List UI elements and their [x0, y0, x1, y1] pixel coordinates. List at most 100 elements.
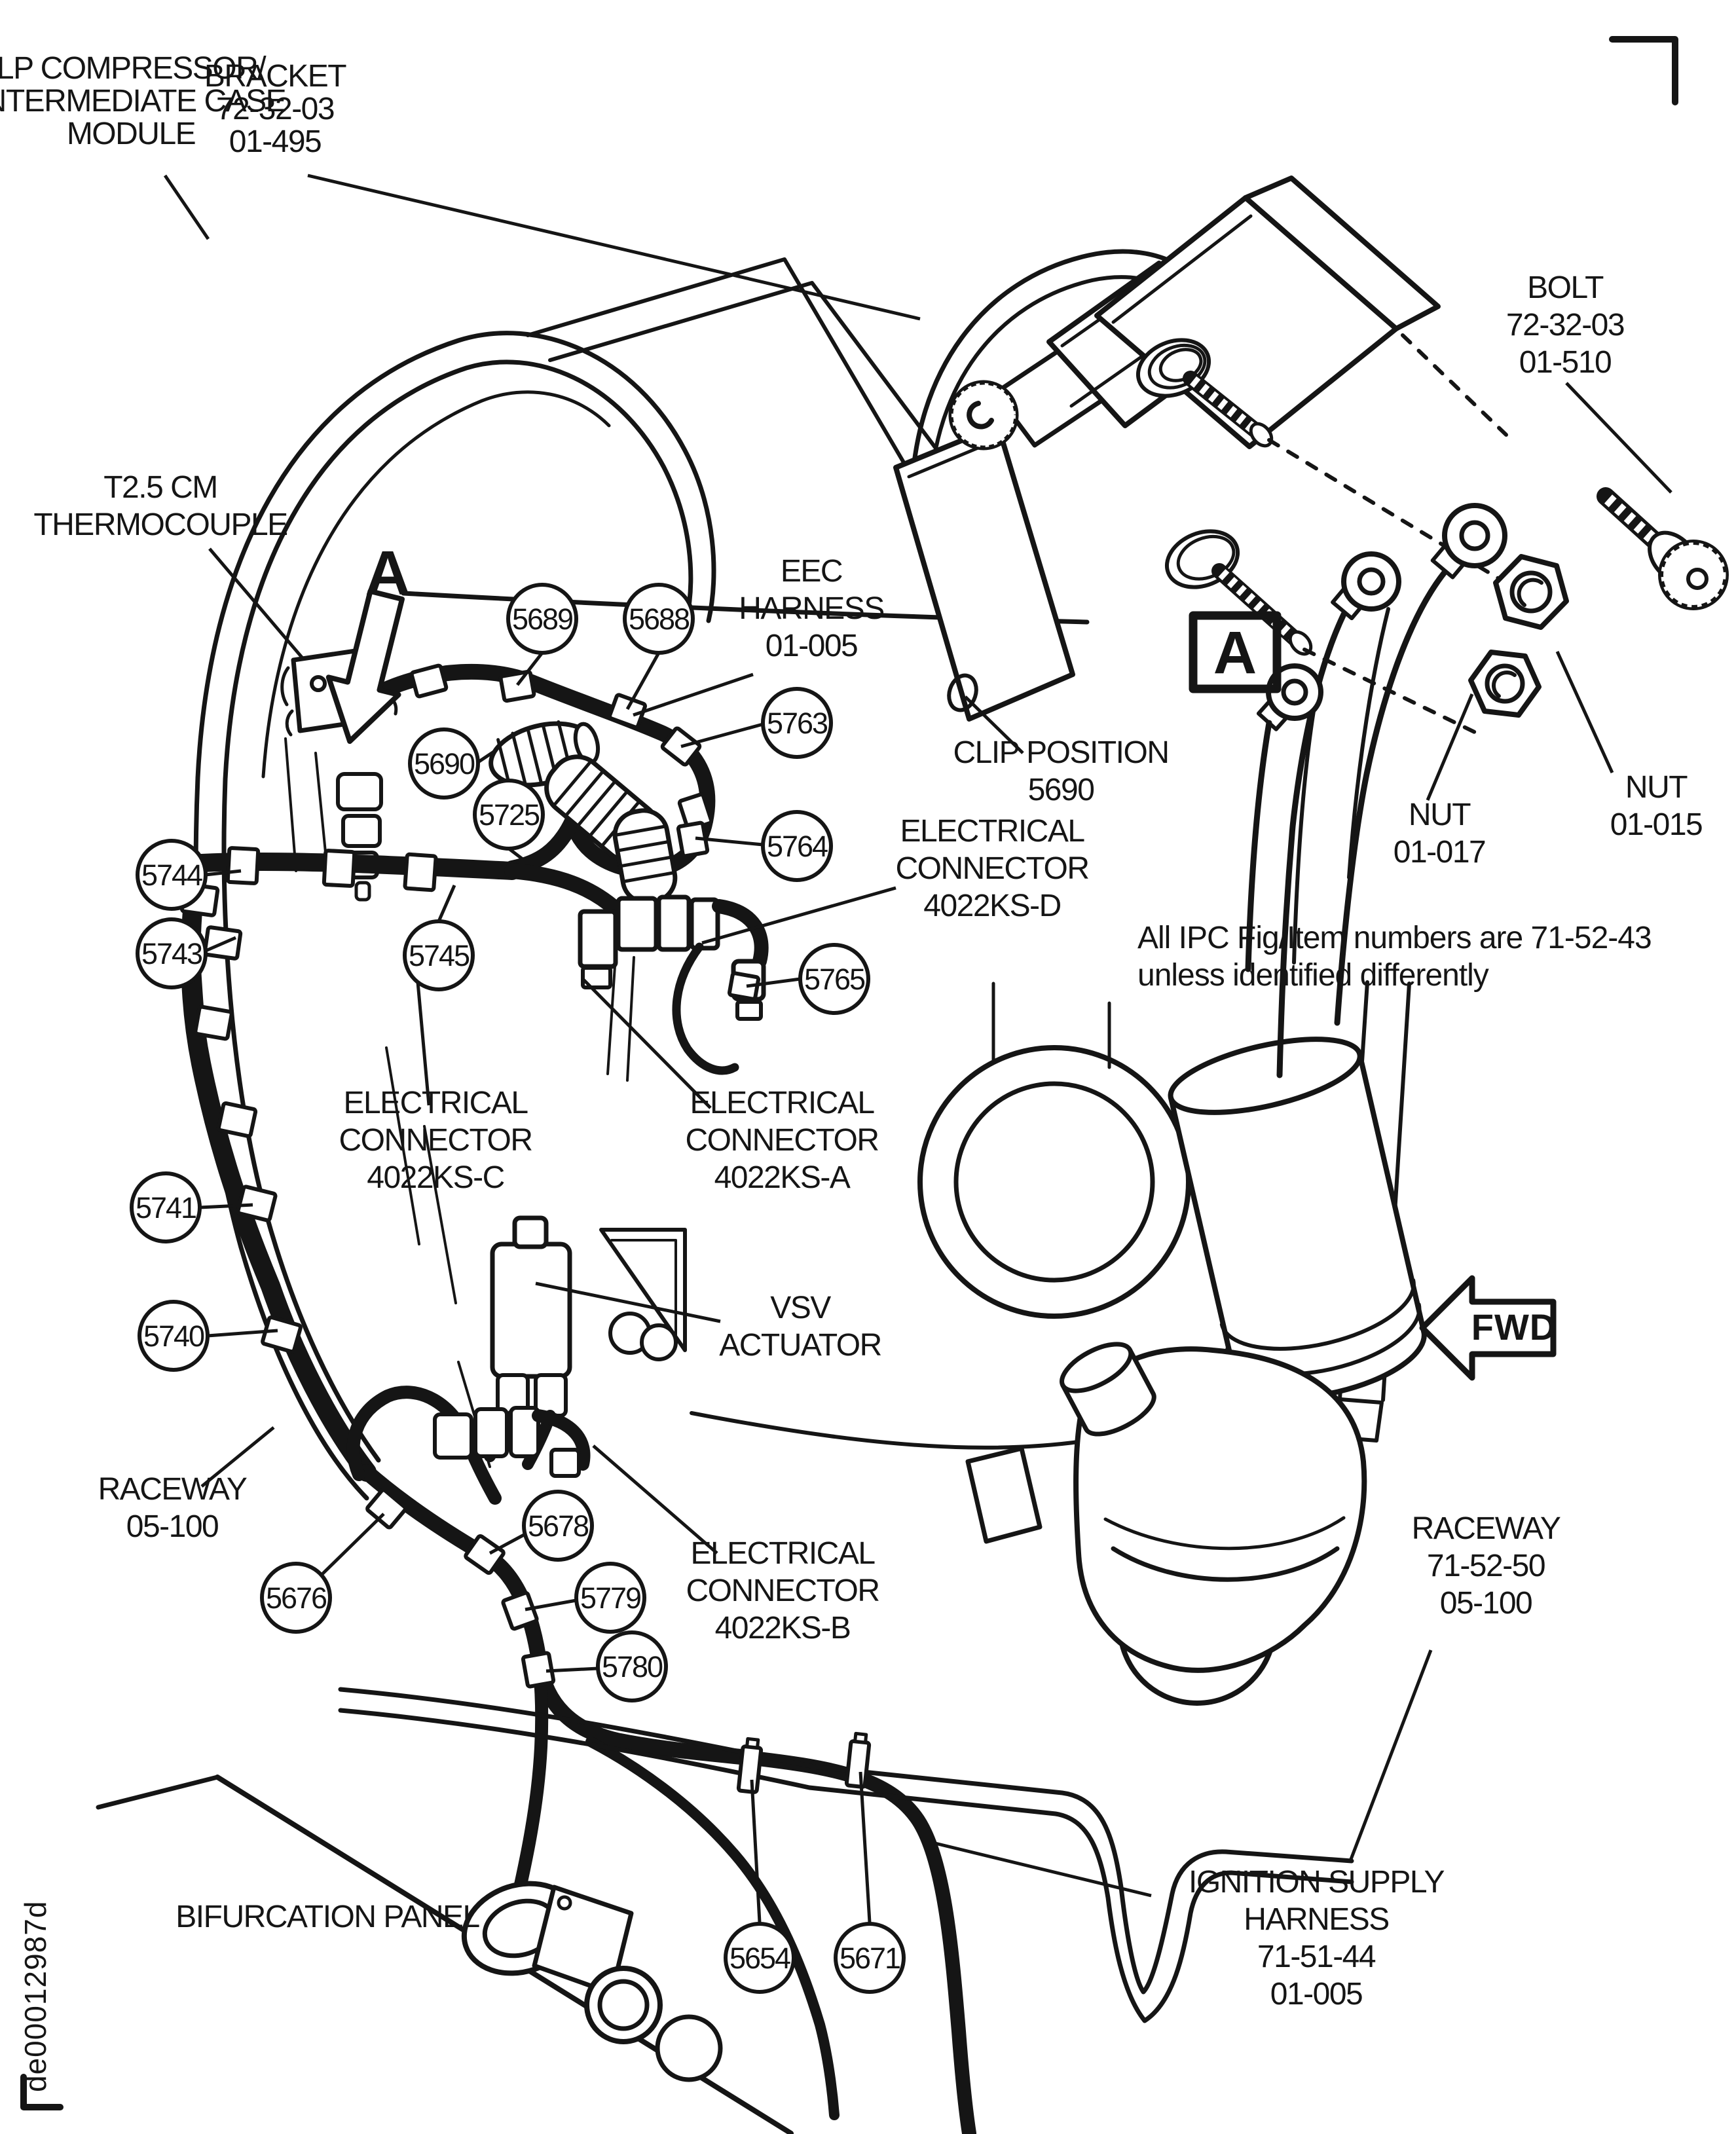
callout-circle	[506, 583, 578, 655]
nut-hex	[1493, 554, 1569, 630]
lug-hole	[1459, 520, 1490, 551]
clamp-5780	[521, 1651, 556, 1689]
callout-number: 5689	[512, 602, 572, 636]
fwd-arrow-shape	[1419, 1275, 1557, 1381]
callout-5690: 5690	[408, 727, 497, 800]
callout-circle	[834, 1922, 906, 1994]
callout-circle	[136, 917, 208, 989]
harness-clamps	[179, 663, 761, 1689]
callout-number: 5741	[136, 1191, 196, 1224]
lug-wire	[1276, 611, 1347, 1078]
panel-edge-short	[96, 1775, 220, 1810]
label-text: 71-51-44	[1257, 1940, 1376, 1974]
label-text: BIFURCATION PANEL	[175, 1900, 479, 1934]
corner-mark-bottom-left	[20, 2074, 64, 2110]
lug-hole	[1357, 567, 1386, 596]
label-text: RACEWAY	[98, 1472, 247, 1507]
label-leader-line	[1555, 650, 1614, 774]
label-text: 72-32-03	[1506, 308, 1624, 342]
bolt-threads	[1604, 494, 1678, 562]
callout-leader-line	[516, 652, 544, 686]
label-leader-line	[535, 1281, 721, 1323]
label-text: CONNECTOR	[686, 1123, 879, 1158]
label-leader-line	[701, 886, 896, 945]
label-text: 72-32-03	[216, 92, 334, 126]
clamp-5764	[676, 820, 710, 858]
cable-tie-5671	[844, 1731, 872, 1789]
connector-b-body-2	[473, 1407, 509, 1458]
harness-band-scurve	[504, 863, 625, 918]
callout-number: 5744	[141, 858, 202, 892]
clamp-5744	[225, 846, 261, 885]
bolt-knurl	[1661, 542, 1726, 608]
label-text: 01-015	[1610, 807, 1702, 842]
callout-circle	[724, 1922, 796, 1994]
gusset-port-2	[640, 1323, 678, 1361]
label-text: HARNESS	[739, 591, 884, 626]
arch-inner-line-2	[261, 390, 611, 779]
connector-cluster-b	[433, 1406, 591, 1478]
view-pointer-arrow	[325, 588, 405, 745]
callout-5671: 5671	[834, 1771, 906, 1994]
callout-5678: 5678	[489, 1490, 594, 1562]
view-pointer: A	[325, 538, 411, 745]
gusset-inner-line	[610, 1239, 677, 1337]
label-leader-line	[1565, 382, 1672, 494]
fwd-arrow: FWD	[1419, 1275, 1557, 1381]
harness-bottom-loop	[346, 1386, 502, 1505]
cable-tie-5654	[736, 1737, 764, 1794]
callout-number: 5725	[479, 798, 540, 832]
label-leader-line	[592, 1444, 718, 1555]
connector-b-body-1	[433, 1412, 473, 1460]
label-text: 4022KS-C	[367, 1160, 504, 1195]
label-text: 4022KS-D	[923, 889, 1060, 923]
label-bifurcation-panel: BIFURCATION PANEL	[175, 1900, 481, 1934]
callout-leader-line	[859, 1771, 872, 1923]
clamp-5741	[236, 1185, 278, 1223]
wire-bundle-lines	[1292, 607, 1390, 965]
label-text: ACTUATOR	[719, 1328, 881, 1363]
callout-leader-line	[680, 722, 764, 748]
nut-bore	[1509, 570, 1553, 614]
label-text: 05-100	[1440, 1586, 1532, 1621]
ring-terminal-1	[1334, 503, 1507, 1026]
label-leader-line	[934, 1841, 1152, 1898]
clamp-5740	[261, 1315, 303, 1354]
label-text: CONNECTOR	[896, 851, 1089, 886]
labels-layer: LP COMPRESSOR/INTERMEDIATE CASEMODULEBRA…	[0, 51, 1703, 2012]
label-text: ELECTRICAL	[900, 814, 1084, 849]
callout-5676: 5676	[260, 1513, 385, 1634]
callout-circle	[403, 919, 475, 991]
boss-inner-ring	[953, 1081, 1155, 1283]
nut-thread	[1517, 578, 1543, 607]
callout-circle	[408, 727, 480, 800]
ring-terminal-2	[1276, 551, 1401, 1078]
connector-b-body-3	[509, 1406, 540, 1458]
clamp-5689	[498, 669, 536, 703]
document-id: de00012987d	[18, 1901, 52, 2092]
detail-marker-box: A	[1189, 611, 1282, 693]
connector-d-body-1	[616, 896, 659, 952]
tie-head	[853, 1731, 868, 1744]
exciter-mount-plate	[965, 1446, 1043, 1544]
label-text: 5690	[1028, 773, 1094, 807]
label-text: MODULE	[67, 117, 195, 151]
label-text: INTERMEDIATE CASE	[0, 84, 286, 119]
connector-d-nut	[735, 1000, 763, 1021]
callout-number: 5765	[804, 963, 865, 996]
stud-1-tip	[1249, 422, 1274, 448]
callout-number: 5678	[528, 1509, 589, 1543]
exciter-band-1	[1111, 1546, 1340, 1582]
detail-marker-letter: A	[1213, 619, 1257, 686]
callout-circle	[574, 1562, 646, 1634]
label-leader-line	[307, 174, 921, 321]
nut-hex	[1468, 650, 1542, 718]
